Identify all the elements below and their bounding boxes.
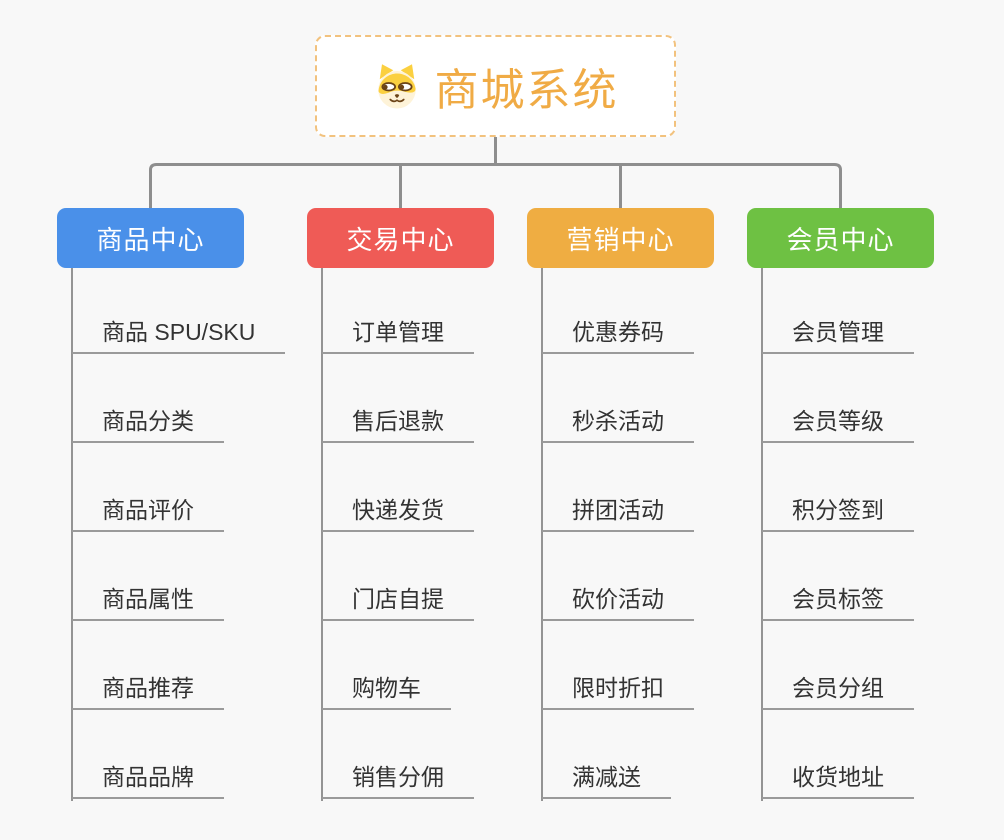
leaf-label: 会员管理	[792, 319, 884, 345]
leaf-label: 收货地址	[792, 764, 884, 790]
branch-label: 营销中心	[566, 224, 675, 255]
leaf-node[interactable]: 积分签到	[762, 490, 914, 532]
leaf-node[interactable]: 限时折扣	[542, 668, 694, 710]
leaf-label: 商品评价	[102, 497, 194, 523]
leaf-node[interactable]: 商品推荐	[72, 668, 224, 710]
branch-spine-line	[761, 268, 763, 801]
leaf-label: 商品分类	[102, 408, 194, 434]
leaf-label: 限时折扣	[572, 675, 664, 701]
leaf-node[interactable]: 会员标签	[762, 579, 914, 621]
leaf-label: 购物车	[352, 675, 421, 701]
root-title: 商城系统	[434, 66, 619, 115]
root-branch-links	[149, 137, 842, 208]
leaf-node[interactable]: 优惠券码	[542, 312, 694, 354]
leaf-label: 优惠券码	[572, 319, 664, 345]
leaf-label: 售后退款	[352, 408, 444, 434]
root-node[interactable]: 商城系统	[315, 35, 676, 137]
branch-label: 会员中心	[786, 224, 895, 255]
leaf-node[interactable]: 收货地址	[762, 757, 914, 799]
leaf-node[interactable]: 门店自提	[322, 579, 474, 621]
leaf-label: 快递发货	[352, 497, 444, 523]
leaf-node[interactable]: 会员分组	[762, 668, 914, 710]
branch-node-member-center[interactable]: 会员中心	[747, 208, 934, 268]
leaf-label: 商品 SPU/SKU	[102, 319, 256, 345]
branch-spine-line	[321, 268, 323, 801]
leaf-label: 订单管理	[352, 319, 444, 345]
leaf-node[interactable]: 满减送	[542, 757, 671, 799]
leaf-label: 积分签到	[792, 497, 884, 523]
leaf-label: 会员等级	[792, 408, 884, 434]
leaf-node[interactable]: 会员管理	[762, 312, 914, 354]
branch-label: 交易中心	[346, 224, 455, 255]
branch-node-product-center[interactable]: 商品中心	[57, 208, 244, 268]
branch-label: 商品中心	[96, 224, 205, 255]
leaf-label: 门店自提	[352, 586, 444, 612]
leaf-node[interactable]: 订单管理	[322, 312, 474, 354]
leaf-node[interactable]: 购物车	[322, 668, 451, 710]
leaf-node[interactable]: 商品 SPU/SKU	[72, 312, 286, 354]
leaf-node[interactable]: 秒杀活动	[542, 401, 694, 443]
leaf-label: 会员标签	[792, 586, 884, 612]
leaf-label: 会员分组	[792, 675, 884, 701]
leaf-node[interactable]: 商品品牌	[72, 757, 224, 799]
leaf-label: 销售分佣	[352, 764, 444, 790]
branch-spine-line	[71, 268, 73, 801]
leaf-label: 秒杀活动	[572, 408, 664, 434]
leaf-label: 商品属性	[102, 586, 194, 612]
doge-dog-icon	[377, 64, 416, 109]
leaf-label: 拼团活动	[572, 497, 664, 523]
leaf-node[interactable]: 售后退款	[322, 401, 474, 443]
leaf-label: 商品推荐	[102, 675, 194, 701]
leaf-node[interactable]: 砍价活动	[542, 579, 694, 621]
leaf-node[interactable]: 会员等级	[762, 401, 914, 443]
leaf-node[interactable]: 商品评价	[72, 490, 224, 532]
leaf-label: 商品品牌	[102, 764, 194, 790]
leaf-node[interactable]: 快递发货	[322, 490, 474, 532]
branch-node-marketing-center[interactable]: 营销中心	[527, 208, 714, 268]
leaf-label: 满减送	[572, 764, 641, 790]
leaf-node[interactable]: 商品分类	[72, 401, 224, 443]
branch-node-trade-center[interactable]: 交易中心	[307, 208, 494, 268]
leaf-node[interactable]: 拼团活动	[542, 490, 694, 532]
leaf-label: 砍价活动	[572, 586, 664, 612]
leaf-node[interactable]: 销售分佣	[322, 757, 474, 799]
branch-spine-line	[541, 268, 543, 801]
leaf-node[interactable]: 商品属性	[72, 579, 224, 621]
